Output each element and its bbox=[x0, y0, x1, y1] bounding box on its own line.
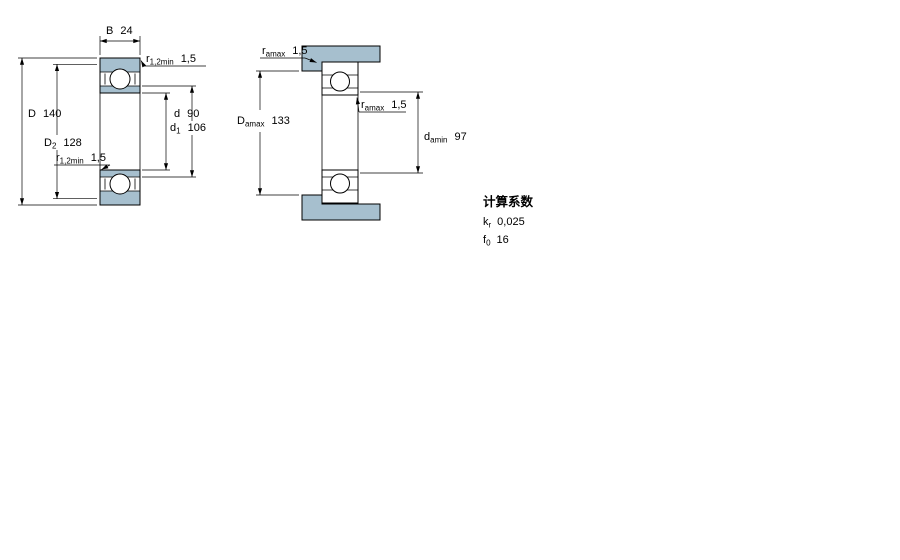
dim-value: 140 bbox=[43, 108, 61, 120]
dim-subscript: 1,2min bbox=[60, 157, 84, 166]
factor-symbol: f bbox=[483, 234, 487, 246]
dim-label-B: B 24 bbox=[106, 25, 133, 37]
bearing-bottom-section bbox=[321, 169, 359, 204]
dim-r-bottom: r1,2min 1,5 bbox=[54, 152, 111, 170]
dim-value: 1,5 bbox=[91, 152, 106, 164]
dim-value: 90 bbox=[187, 108, 199, 120]
dim-label-ra-top: ramax 1,5 bbox=[262, 45, 308, 59]
dim-subscript: amax bbox=[266, 50, 286, 59]
factor-row-f0: f0 16 bbox=[483, 234, 509, 248]
dim-symbol: D bbox=[44, 137, 52, 149]
bearing-top-section bbox=[321, 61, 359, 96]
factors-title: 计算系数 bbox=[483, 194, 534, 209]
dim-label-ra-mid: ramax 1,5 bbox=[361, 99, 407, 113]
dim-Da: Damax 133 bbox=[237, 70, 299, 196]
dim-B: B 24 bbox=[99, 25, 141, 55]
dim-symbol: r bbox=[262, 45, 266, 57]
factor-symbol: k bbox=[483, 216, 489, 228]
ball-bottom bbox=[109, 173, 131, 195]
factor-subscript: r bbox=[489, 221, 492, 230]
ball-top bbox=[330, 71, 350, 92]
dim-value: 133 bbox=[272, 115, 290, 127]
dim-symbol: D bbox=[28, 108, 36, 120]
dim-symbol: B bbox=[106, 25, 113, 37]
leader-arrow bbox=[140, 60, 147, 68]
dim-ra-top: ramax 1,5 bbox=[260, 45, 317, 63]
dim-subscript: amax bbox=[365, 104, 385, 113]
dim-da: damin 97 bbox=[360, 91, 467, 174]
dim-symbol: r bbox=[56, 152, 60, 164]
dim-label-Da: Damax 133 bbox=[237, 115, 290, 129]
dim-symbol: r bbox=[146, 53, 150, 65]
dim-value: 97 bbox=[454, 131, 466, 143]
dim-label-r-bottom: r1,2min 1,5 bbox=[56, 152, 106, 166]
dim-label-D2: D2 128 bbox=[44, 137, 82, 151]
dim-label-d: d 90 bbox=[174, 108, 199, 120]
dim-label-r-top: r1,2min 1,5 bbox=[146, 53, 196, 67]
dim-label-da: damin 97 bbox=[424, 131, 467, 145]
dim-value: 128 bbox=[63, 137, 81, 149]
dim-value: 24 bbox=[120, 25, 132, 37]
dim-value: 106 bbox=[188, 122, 206, 134]
dim-D2: D2 128 bbox=[44, 63, 97, 200]
leader-arrow bbox=[304, 57, 317, 63]
dim-symbol: D bbox=[237, 115, 245, 127]
dim-r-top: r1,2min 1,5 bbox=[140, 53, 206, 68]
dim-label-d1: d1 106 bbox=[170, 122, 206, 136]
dim-d: d 90 bbox=[142, 92, 199, 171]
factor-row-kr: kr 0,025 bbox=[483, 216, 525, 230]
dim-symbol: r bbox=[361, 99, 365, 111]
dim-value: 1,5 bbox=[181, 53, 196, 65]
dim-subscript: amax bbox=[245, 120, 265, 129]
leader-arrow bbox=[355, 97, 360, 113]
leader-arrow bbox=[101, 164, 111, 170]
factor-subscript: 0 bbox=[486, 239, 491, 248]
dim-symbol: d bbox=[424, 131, 430, 143]
dim-subscript: 1 bbox=[176, 127, 181, 136]
dim-subscript: amin bbox=[430, 136, 447, 145]
dim-value: 1,5 bbox=[292, 45, 307, 57]
factor-value: 0,025 bbox=[497, 216, 525, 228]
factor-value: 16 bbox=[497, 234, 509, 246]
dim-symbol: d bbox=[170, 122, 176, 134]
dim-ra-mid: ramax 1,5 bbox=[355, 97, 407, 113]
ball-top bbox=[109, 68, 131, 90]
dim-label-D: D 140 bbox=[28, 108, 61, 120]
dim-symbol: d bbox=[174, 108, 180, 120]
dim-value: 1,5 bbox=[391, 99, 406, 111]
ball-bottom bbox=[330, 173, 350, 194]
factors-block: 计算系数 kr 0,025 f0 16 bbox=[483, 194, 534, 248]
dim-subscript: 2 bbox=[52, 142, 57, 151]
dim-subscript: 1,2min bbox=[150, 58, 174, 67]
